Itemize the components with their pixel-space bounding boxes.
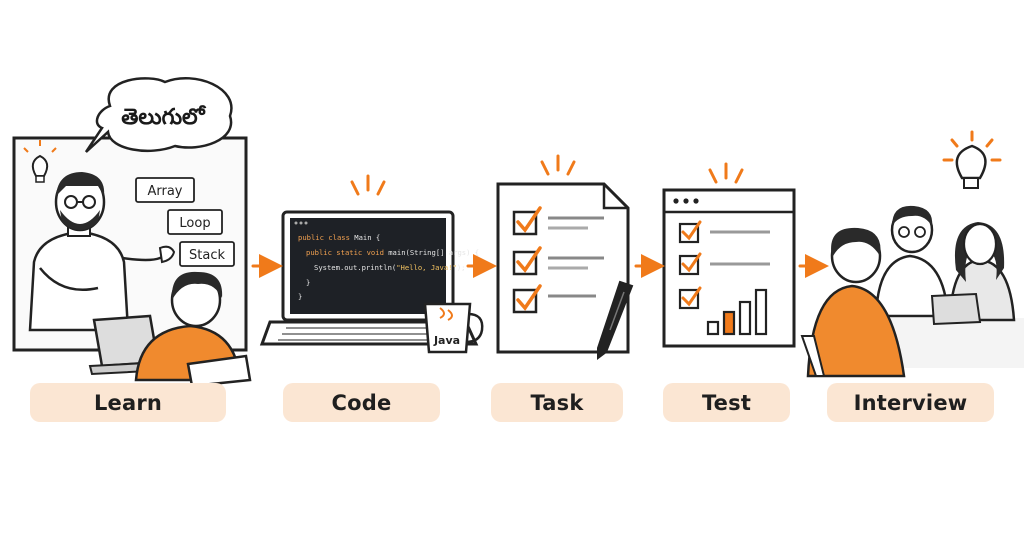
stage-label-test-text: Test bbox=[701, 390, 752, 415]
stage-label-test: Test bbox=[663, 383, 790, 422]
pen-icon bbox=[597, 280, 634, 360]
java-cup-icon bbox=[439, 307, 453, 321]
code-line-5: } bbox=[298, 292, 302, 301]
spark-lines bbox=[708, 162, 744, 184]
code-scene: public class Main { public static void m… bbox=[259, 174, 484, 354]
test-checklist bbox=[678, 220, 770, 310]
code-line-4: } bbox=[306, 278, 310, 287]
task-scene bbox=[496, 154, 634, 360]
stage-label-interview-text: Interview bbox=[853, 390, 968, 415]
test-scene bbox=[662, 162, 796, 348]
spark-lines bbox=[350, 174, 386, 196]
chip-loop: Loop bbox=[167, 209, 223, 235]
chip-array: Array bbox=[135, 177, 195, 203]
stage-label-learn-text: Learn bbox=[93, 390, 163, 415]
code-line-2: public static void main(String[] args) { bbox=[306, 248, 479, 257]
bar-chart-icon bbox=[706, 288, 768, 336]
laptop-icon bbox=[930, 292, 982, 326]
spark-lines bbox=[540, 154, 576, 176]
stage-label-task: Task bbox=[491, 383, 623, 422]
candidate-figure bbox=[800, 227, 906, 378]
interviewer-man bbox=[874, 205, 950, 318]
learn-scene: Array Loop Stack తెలుగులో bbox=[12, 77, 252, 388]
lightbulb-icon bbox=[942, 130, 1002, 189]
checkmark-icon bbox=[516, 206, 542, 233]
checkmark-icon bbox=[681, 220, 702, 241]
checkmark-icon bbox=[681, 252, 702, 273]
speech-bubble-text: తెలుగులో bbox=[121, 104, 207, 130]
code-screen bbox=[290, 218, 446, 314]
stage-label-task-text: Task bbox=[530, 390, 584, 415]
java-mug: Java bbox=[423, 302, 484, 354]
stage-label-learn: Learn bbox=[30, 383, 226, 422]
stage-label-code-text: Code bbox=[331, 390, 392, 415]
interviewer-woman bbox=[930, 222, 1016, 326]
code-line-3: System.out.println("Hello, Java!"); bbox=[314, 263, 465, 272]
checkmark-icon bbox=[681, 286, 702, 307]
mug-label: Java bbox=[433, 334, 460, 347]
stage-label-code: Code bbox=[283, 383, 440, 422]
screen-dots bbox=[294, 221, 308, 225]
chip-loop-text: Loop bbox=[179, 216, 210, 231]
speech-bubble: తెలుగులో bbox=[84, 77, 233, 153]
teacher-figure bbox=[28, 172, 176, 332]
interview-scene bbox=[800, 130, 1024, 378]
student-figure bbox=[134, 271, 252, 388]
lightbulb-icon bbox=[23, 140, 57, 183]
task-checklist bbox=[512, 206, 604, 314]
chip-stack-text: Stack bbox=[189, 248, 225, 263]
window-dots bbox=[673, 198, 699, 204]
stage-label-interview: Interview bbox=[827, 383, 994, 422]
chip-stack: Stack bbox=[179, 241, 235, 267]
chip-array-text: Array bbox=[147, 184, 182, 199]
checkmark-icon bbox=[516, 246, 542, 273]
checkmark-icon bbox=[516, 284, 542, 311]
code-line-1: public class Main { bbox=[298, 233, 380, 242]
